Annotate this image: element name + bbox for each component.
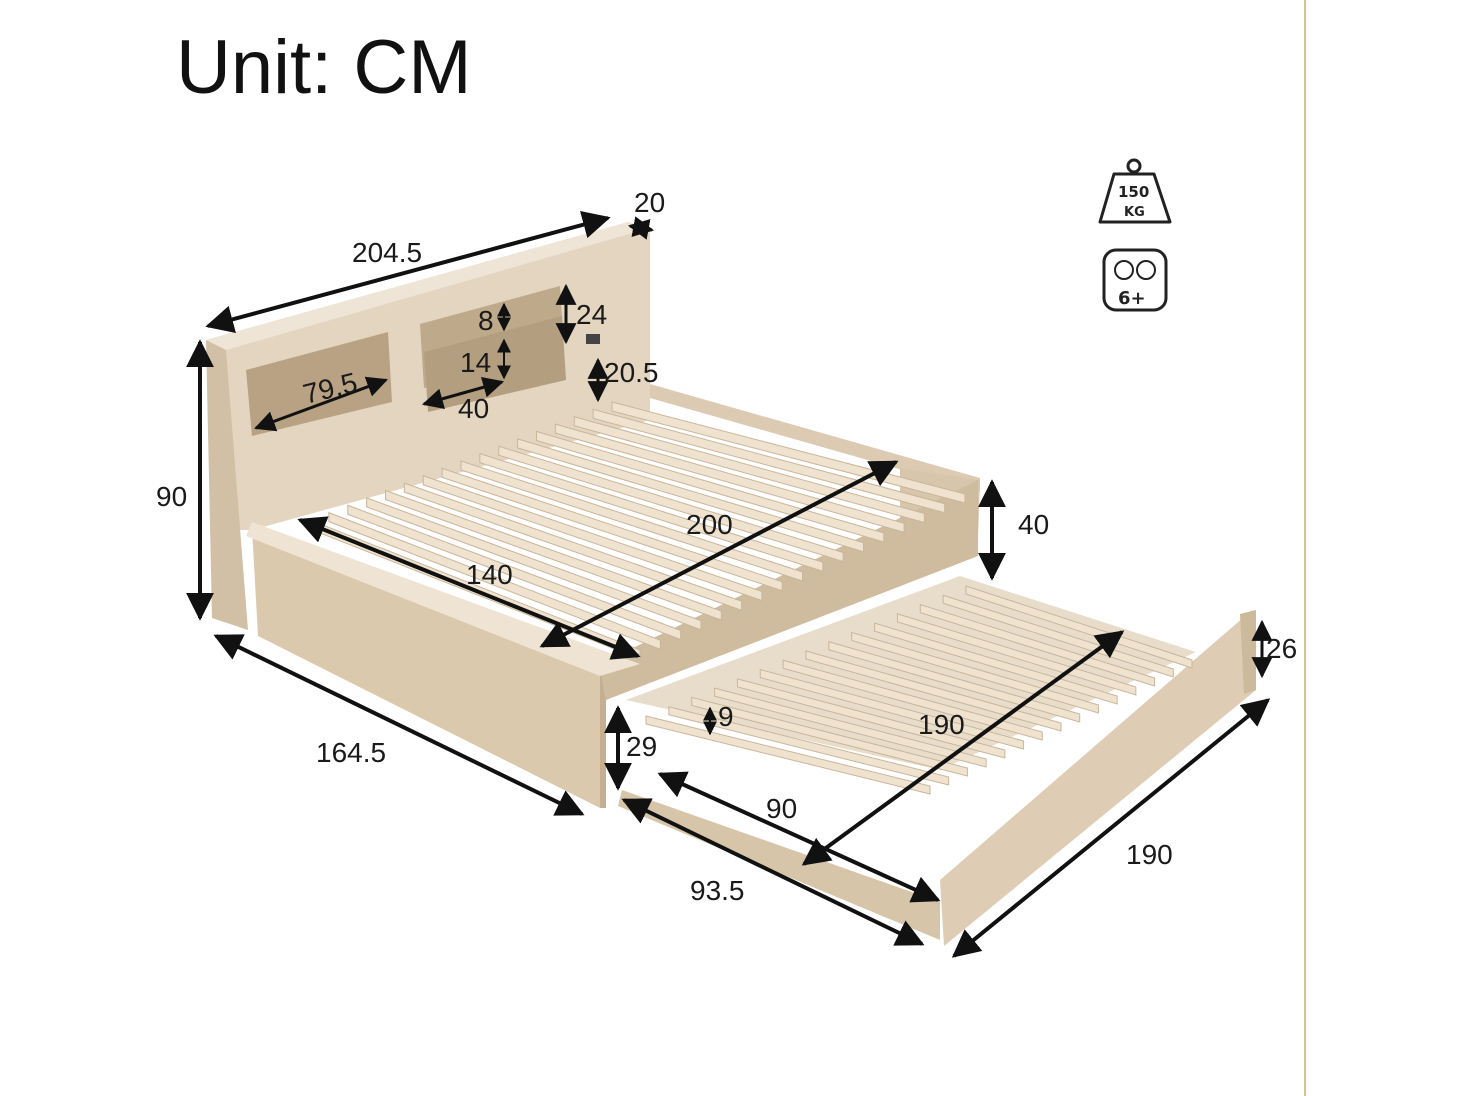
dimension-arrows — [186, 211, 1273, 958]
label-height: 90 — [156, 481, 187, 512]
arrow-trundle-width — [621, 798, 925, 946]
label-trundle-mattress-width: 90 — [766, 793, 797, 824]
arrow-shelf-middle — [421, 377, 505, 409]
arrow-headboard-width — [205, 211, 611, 333]
label-shelf-top: 8 — [478, 305, 494, 336]
label-upper-shelf: 24 — [576, 299, 607, 330]
label-frame-height: 40 — [1018, 509, 1049, 540]
label-headboard-width: 204.5 — [352, 237, 422, 268]
label-trundle-height: 29 — [626, 731, 657, 762]
label-mattress-length: 200 — [686, 509, 733, 540]
label-headboard-depth: 20 — [634, 187, 665, 218]
label-trundle-mattress-length: 190 — [918, 709, 965, 740]
age-label: 6+ — [1118, 288, 1146, 309]
arrow-mattress-width — [297, 516, 641, 660]
label-slat-gap: 9 — [718, 701, 734, 732]
label-shelf-lower: 14 — [460, 347, 491, 378]
headboard-end — [206, 340, 248, 630]
label-trundle-length: 190 — [1126, 839, 1173, 870]
label-shelf-middle: 40 — [458, 393, 489, 424]
label-side-shelf: 20.5 — [604, 357, 659, 388]
children-icon: 6+ — [1102, 248, 1168, 312]
unit-title: Unit: CM — [176, 25, 472, 110]
label-trundle-end-height: 26 — [1266, 633, 1297, 664]
arrow-trundle-length — [951, 698, 1271, 958]
arrow-shelf-large — [254, 376, 388, 432]
arrow-headboard-depth — [627, 216, 655, 240]
arrow-frame-length — [213, 634, 585, 816]
label-frame-length: 164.5 — [316, 737, 386, 768]
label-trundle-width: 93.5 — [690, 875, 745, 906]
weight-value: 150 — [1118, 183, 1149, 201]
weight-icon: 150 KG — [1098, 158, 1172, 224]
usb-port — [586, 334, 600, 344]
weight-unit: KG — [1124, 205, 1145, 220]
label-mattress-width: 140 — [466, 559, 513, 590]
